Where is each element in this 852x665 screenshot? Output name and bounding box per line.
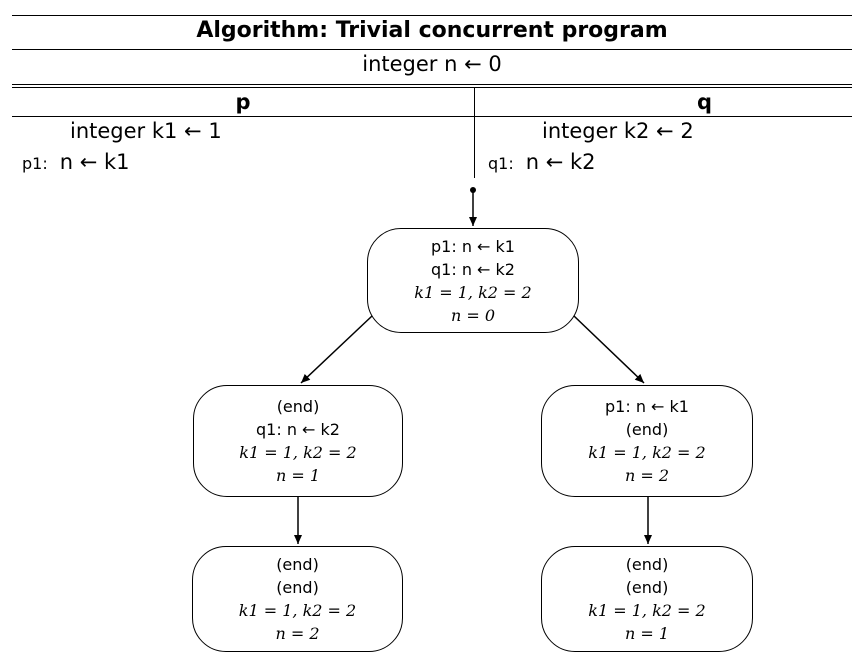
state-line: (end): [625, 555, 669, 574]
statement-label-p1: p1:: [22, 154, 48, 173]
process-q-statement: q1: n ← k2: [488, 149, 596, 177]
table-rule: [12, 49, 852, 50]
state-line: (end): [625, 578, 669, 597]
state-line: n = 2: [624, 466, 670, 485]
table-rule: [12, 84, 852, 85]
state-right-final: (end) (end) k1 = 1, k2 = 2 n = 1: [541, 546, 753, 652]
state-line: k1 = 1, k2 = 2: [239, 443, 357, 462]
table-rule-top: [12, 15, 852, 16]
table-rule-double: [12, 87, 852, 88]
state-initial: p1: n ← k1 q1: n ← k2 k1 = 1, k2 = 2 n =…: [367, 228, 579, 333]
process-p-statement: p1: n ← k1: [22, 149, 130, 177]
state-line: k1 = 1, k2 = 2: [588, 443, 706, 462]
state-line: k1 = 1, k2 = 2: [588, 601, 706, 620]
edge-initial-to-left: [300, 315, 373, 384]
process-q-name: q: [696, 90, 712, 114]
process-divider: [474, 87, 475, 178]
state-line: p1: n ← k1: [431, 236, 515, 256]
state-left-mid: (end) q1: n ← k2 k1 = 1, k2 = 2 n = 1: [193, 385, 403, 497]
state-right-mid: p1: n ← k1 (end) k1 = 1, k2 = 2 n = 2: [541, 385, 753, 497]
state-line: n = 2: [275, 624, 320, 643]
state-line: (end): [276, 555, 319, 574]
statement-text-p1: n ← k1: [59, 150, 130, 174]
state-line: (end): [276, 397, 320, 416]
edge-initial-to-right: [573, 315, 645, 384]
start-dot: [470, 187, 476, 193]
state-line: k1 = 1, k2 = 2: [238, 601, 357, 620]
table-rule: [12, 116, 852, 117]
state-line: n = 1: [275, 466, 321, 485]
state-line: n = 0: [450, 305, 496, 325]
state-line: (end): [625, 420, 669, 439]
process-q-declaration: integer k2 ← 2: [542, 119, 694, 143]
statement-text-q1: n ← k2: [525, 150, 596, 174]
global-declaration: integer n ← 0: [362, 52, 502, 76]
statement-label-q1: q1:: [488, 154, 514, 173]
process-p-name: p: [235, 90, 251, 114]
state-line: p1: n ← k1: [605, 397, 689, 416]
state-line: n = 1: [624, 624, 670, 643]
state-line: q1: n ← k2: [431, 259, 515, 279]
state-line: (end): [276, 578, 319, 597]
process-q-header: q: [474, 89, 852, 115]
process-p-declaration: integer k1 ← 1: [70, 119, 222, 143]
state-line: k1 = 1, k2 = 2: [414, 282, 532, 302]
state-left-final: (end) (end) k1 = 1, k2 = 2 n = 2: [192, 546, 403, 652]
algorithm-title: Algorithm: Trivial concurrent program: [196, 18, 668, 43]
state-line: q1: n ← k2: [256, 420, 340, 439]
